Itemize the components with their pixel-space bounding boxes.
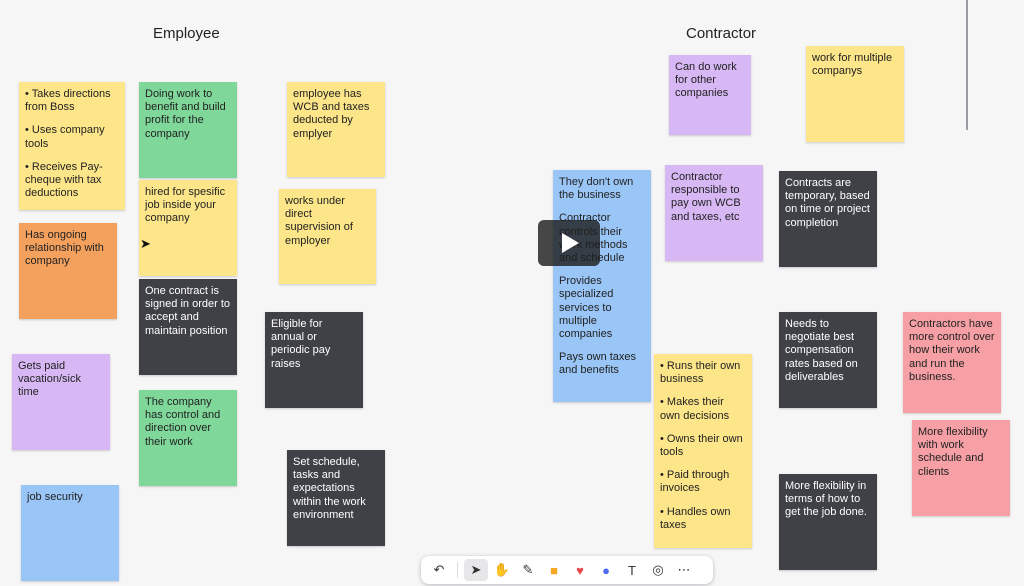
note-text: Contracts are temporary, based on time o… bbox=[785, 177, 870, 229]
more-tools-button[interactable]: ⋯ bbox=[672, 559, 696, 581]
sticky-note-c10[interactable]: More flexibility in terms of how to get … bbox=[779, 474, 877, 570]
undo-button[interactable]: ↶ bbox=[427, 559, 451, 581]
text-tool-icon: T bbox=[628, 562, 636, 578]
note-text: hired for spesific job inside your compa… bbox=[145, 186, 226, 225]
mouse-cursor-icon: ➤ bbox=[140, 236, 151, 251]
note-text: Contractor responsible to pay own WCB an… bbox=[671, 171, 741, 223]
note-text: Gets paid vacation/sick time bbox=[18, 360, 81, 399]
note-text: works under direct supervision of employ… bbox=[285, 195, 353, 247]
note-text: • Uses company tools bbox=[25, 124, 105, 150]
shapes-tool-button[interactable]: ◎ bbox=[646, 559, 670, 581]
note-text: • Paid through invoices bbox=[660, 469, 730, 495]
note-text: Has ongoing relationship with company bbox=[25, 229, 104, 268]
shapes-icon: ◎ bbox=[652, 562, 664, 577]
sticky-note-e1[interactable]: • Takes directions from Boss • Uses compa… bbox=[19, 82, 125, 210]
pen-tool-button[interactable]: ✎ bbox=[516, 559, 540, 581]
sticky-note-e8[interactable]: Eligible for annual or periodic pay rais… bbox=[265, 312, 363, 408]
note-text: • Makes their own decisions bbox=[660, 396, 730, 422]
comment-tool-button[interactable]: ● bbox=[594, 559, 618, 581]
reaction-tool-button[interactable]: ♥ bbox=[568, 559, 592, 581]
employee-heading: Employee bbox=[153, 25, 220, 42]
contractor-heading: Contractor bbox=[686, 25, 757, 42]
sticky-note-e11[interactable]: Set schedule, tasks and expectations wit… bbox=[287, 450, 385, 546]
select-pointer-icon: ➤ bbox=[470, 562, 482, 577]
note-text: Eligible for annual or periodic pay rais… bbox=[271, 318, 331, 370]
note-text: Doing work to benefit and build profit f… bbox=[145, 88, 226, 140]
sticky-note-e3[interactable]: employee has WCB and taxes deducted by e… bbox=[287, 82, 385, 177]
sticky-note-e2[interactable]: Doing work to benefit and build profit f… bbox=[139, 82, 237, 178]
undo-icon: ↶ bbox=[433, 562, 445, 577]
comment-icon: ● bbox=[602, 562, 610, 578]
sticky-note-e9[interactable]: Gets paid vacation/sick time bbox=[12, 354, 110, 450]
note-text: Provides specialized services to multipl… bbox=[559, 275, 614, 340]
bottom-toolbar: ↶ ➤ ✋ ✎ ■ ♥ ● T ◎ ⋯ bbox=[421, 556, 713, 584]
text-tool-button[interactable]: T bbox=[620, 559, 644, 581]
note-text: One contract is signed in order to accep… bbox=[145, 285, 230, 337]
heart-reaction-icon: ♥ bbox=[576, 562, 584, 578]
hand-tool-button[interactable]: ✋ bbox=[490, 559, 514, 581]
note-text: • Takes directions from Boss bbox=[25, 88, 111, 114]
hand-pan-icon: ✋ bbox=[493, 562, 511, 577]
note-text: Set schedule, tasks and expectations wit… bbox=[293, 456, 366, 521]
sticky-note-e7[interactable]: One contract is signed in order to accep… bbox=[139, 279, 237, 375]
note-text: The company has control and direction ov… bbox=[145, 396, 221, 448]
note-text: Contractors have more control over how t… bbox=[909, 318, 995, 383]
sticky-note-e12[interactable]: job security bbox=[21, 485, 119, 581]
note-text: • Receives Pay-cheque with tax deduction… bbox=[25, 160, 103, 200]
toolbar-divider bbox=[457, 562, 458, 578]
note-text: They don't own the business bbox=[559, 176, 634, 202]
note-text: More flexibility in terms of how to get … bbox=[785, 480, 867, 519]
sticky-note-e6[interactable]: Has ongoing relationship with company bbox=[19, 223, 117, 319]
note-text: • Owns their own tools bbox=[660, 432, 743, 458]
note-text: Pays own taxes and benefits bbox=[559, 351, 637, 377]
sticky-note-c7[interactable]: Contractors have more control over how t… bbox=[903, 312, 1001, 413]
note-text: • Handles own taxes bbox=[660, 505, 731, 531]
sticky-note-e4[interactable]: hired for spesific job inside your compa… bbox=[139, 180, 237, 276]
video-play-button[interactable] bbox=[538, 220, 600, 266]
select-tool-button[interactable]: ➤ bbox=[464, 559, 488, 581]
sticky-note-tool-button[interactable]: ■ bbox=[542, 559, 566, 581]
note-text: More flexibility with work schedule and … bbox=[918, 426, 988, 478]
note-text: job security bbox=[27, 491, 83, 503]
sticky-note-c6[interactable]: Needs to negotiate best compensation rat… bbox=[779, 312, 877, 408]
pen-icon: ✎ bbox=[522, 562, 534, 577]
sticky-note-c9[interactable]: More flexibility with work schedule and … bbox=[912, 420, 1010, 516]
note-text: Can do work for other companies bbox=[675, 61, 737, 100]
sticky-note-c2[interactable]: work for multiple companys bbox=[806, 46, 904, 142]
sticky-note-c1[interactable]: Can do work for other companies bbox=[669, 55, 751, 135]
note-text: • Runs their own business bbox=[660, 360, 741, 386]
sticky-note-e5[interactable]: works under direct supervision of employ… bbox=[279, 189, 376, 284]
note-text: work for multiple companys bbox=[812, 52, 893, 78]
sticky-note-e10[interactable]: The company has control and direction ov… bbox=[139, 390, 237, 486]
sticky-note-c5[interactable]: Contracts are temporary, based on time o… bbox=[779, 171, 877, 267]
more-icon: ⋯ bbox=[677, 562, 691, 577]
sticky-note-icon: ■ bbox=[550, 562, 558, 578]
note-text: employee has WCB and taxes deducted by e… bbox=[293, 88, 370, 140]
sticky-note-c4[interactable]: Contractor responsible to pay own WCB an… bbox=[665, 165, 763, 261]
sticky-note-c8[interactable]: • Runs their own business • Makes their o… bbox=[654, 354, 752, 548]
note-text: Needs to negotiate best compensation rat… bbox=[785, 318, 858, 383]
vertical-scrollbar[interactable] bbox=[966, 0, 968, 130]
